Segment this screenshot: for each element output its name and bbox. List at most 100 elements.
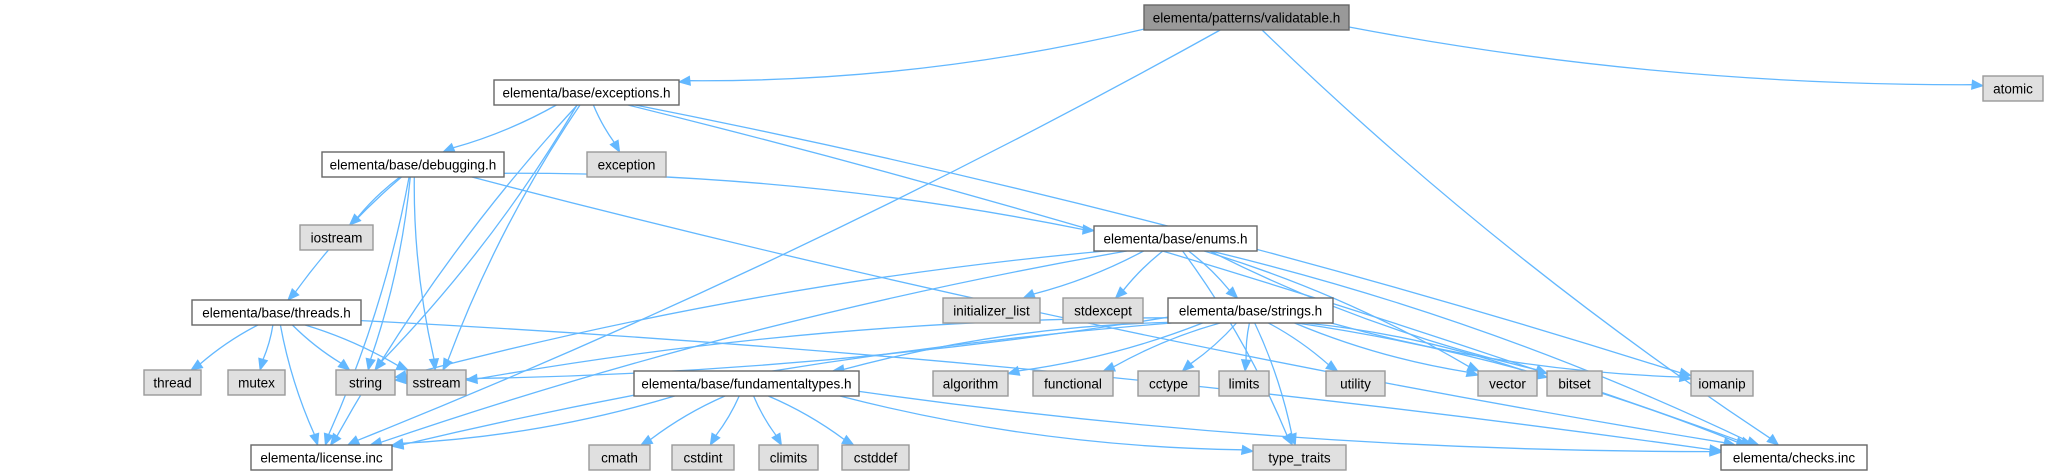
node-fundamentaltypes[interactable]: elementa/base/fundamentaltypes.h (633, 370, 860, 397)
arrowhead-icon (609, 139, 621, 154)
node-initializer-list: initializer_list (942, 297, 1041, 324)
node-box (1093, 225, 1258, 252)
node-label: sstream (412, 376, 460, 391)
edge-line (1268, 322, 1329, 366)
node-box (588, 444, 651, 471)
edge-line (1190, 322, 1237, 365)
node-threads[interactable]: elementa/base/threads.h (191, 299, 362, 326)
graph-nodes: elementa/patterns/validatable.h atomic ele… (143, 4, 2044, 471)
edge-exceptions-to-string (374, 104, 578, 372)
edge-enums-to-type_traits (1182, 250, 1294, 447)
edge-strings-to-type_traits (1254, 322, 1297, 447)
arrowhead-icon (1240, 359, 1252, 373)
node-label: functional (1044, 377, 1102, 392)
edge-line (1033, 250, 1144, 295)
node-stdexcept: stdexcept (1062, 297, 1144, 324)
edge-line (360, 319, 1711, 451)
node-box (227, 369, 286, 396)
edge-line (1113, 322, 1221, 368)
edge-threads-to-string (291, 324, 351, 371)
node-box (586, 151, 667, 178)
node-box (321, 151, 505, 178)
edge-enums-to-checks (1210, 250, 1760, 447)
edge-line (453, 104, 557, 149)
edge-line (304, 324, 399, 367)
edge-line (689, 28, 1145, 82)
arrowhead-icon (441, 142, 456, 153)
edge-strings-to-cctype (1181, 322, 1237, 372)
edge-validatable-to-atomic (1348, 26, 1985, 90)
edge-strings-to-utility (1268, 322, 1339, 372)
edge-line (1122, 250, 1164, 291)
node-label: cctype (1149, 377, 1188, 392)
node-iostream: iostream (299, 224, 374, 251)
arrowhead-icon (1181, 359, 1195, 372)
node-functional: functional (1032, 370, 1114, 397)
edge-fundamentaltypes-to-climits (753, 395, 783, 447)
arrowhead-icon (323, 432, 334, 447)
arrowhead-icon (677, 75, 691, 86)
node-checks[interactable]: elementa/checks.inc (1720, 444, 1868, 471)
node-exceptions[interactable]: elementa/base/exceptions.h (493, 79, 680, 106)
edge-line (768, 395, 845, 441)
arrowhead-icon (1971, 79, 1985, 90)
arrowhead-icon (395, 360, 410, 371)
edge-fundamentaltypes-to-cmath (639, 395, 726, 446)
edge-threads-to-thread (190, 324, 259, 371)
node-box (1143, 4, 1350, 31)
node-label: elementa/patterns/validatable.h (1153, 11, 1341, 26)
edge-line (1018, 322, 1203, 372)
edge-fundamentaltypes-to-license (390, 395, 675, 449)
node-box (1477, 370, 1538, 397)
edge-line (405, 250, 1106, 376)
arrowhead-icon (1022, 288, 1037, 299)
node-label: thread (153, 376, 191, 391)
node-label: utility (1340, 377, 1371, 392)
edge-line (1188, 250, 1231, 291)
node-vector: vector (1477, 370, 1538, 397)
node-label: exception (598, 158, 656, 173)
node-cstddef: cstddef (841, 444, 910, 471)
arrowhead-icon (390, 438, 405, 449)
edge-line (1210, 250, 1749, 442)
node-box (143, 369, 202, 396)
edge-line (1348, 26, 1973, 86)
node-label: algorithm (943, 377, 999, 392)
edge-threads-to-mutex (258, 324, 274, 372)
arrowhead-icon (709, 432, 721, 447)
node-box (1137, 370, 1200, 397)
edge-strings-to-iomanip (1331, 322, 1693, 383)
edge-line (402, 322, 1172, 446)
node-iomanip: iomanip (1690, 370, 1754, 397)
node-strings[interactable]: elementa/base/strings.h (1167, 297, 1334, 324)
node-type-traits: type_traits (1252, 444, 1347, 471)
arrowhead-icon (309, 432, 320, 447)
edge-line (715, 395, 740, 436)
edge-line (1254, 322, 1293, 435)
arrowhead-icon (190, 359, 204, 371)
node-validatable[interactable]: elementa/patterns/validatable.h (1143, 4, 1350, 31)
node-atomic: atomic (1982, 75, 2044, 102)
node-enums[interactable]: elementa/base/enums.h (1093, 225, 1258, 252)
arrowhead-icon (258, 357, 269, 372)
node-label: limits (1229, 377, 1260, 392)
edge-enums-to-stdexcept (1114, 250, 1164, 299)
edge-line (503, 172, 1084, 231)
edge-line (1305, 322, 1537, 376)
node-license[interactable]: elementa/license.inc (250, 444, 393, 471)
node-label: elementa/checks.inc (1733, 451, 1856, 466)
edge-fundamentaltypes-to-type_traits (839, 395, 1255, 455)
edge-fundamentaltypes-to-checks (858, 390, 1723, 457)
node-debugging[interactable]: elementa/base/debugging.h (321, 151, 505, 178)
node-label: elementa/base/exceptions.h (502, 86, 670, 101)
node-utility: utility (1325, 370, 1386, 397)
node-box (1032, 370, 1114, 397)
edge-fundamentaltypes-to-cstdint (709, 395, 740, 447)
edge-enums-to-strings (1188, 250, 1239, 299)
node-label: elementa/base/threads.h (202, 306, 351, 321)
arrowhead-icon (337, 358, 351, 371)
node-label: mutex (238, 376, 275, 391)
node-box (1720, 444, 1868, 471)
edge-enums-to-initializer_list (1022, 250, 1144, 299)
